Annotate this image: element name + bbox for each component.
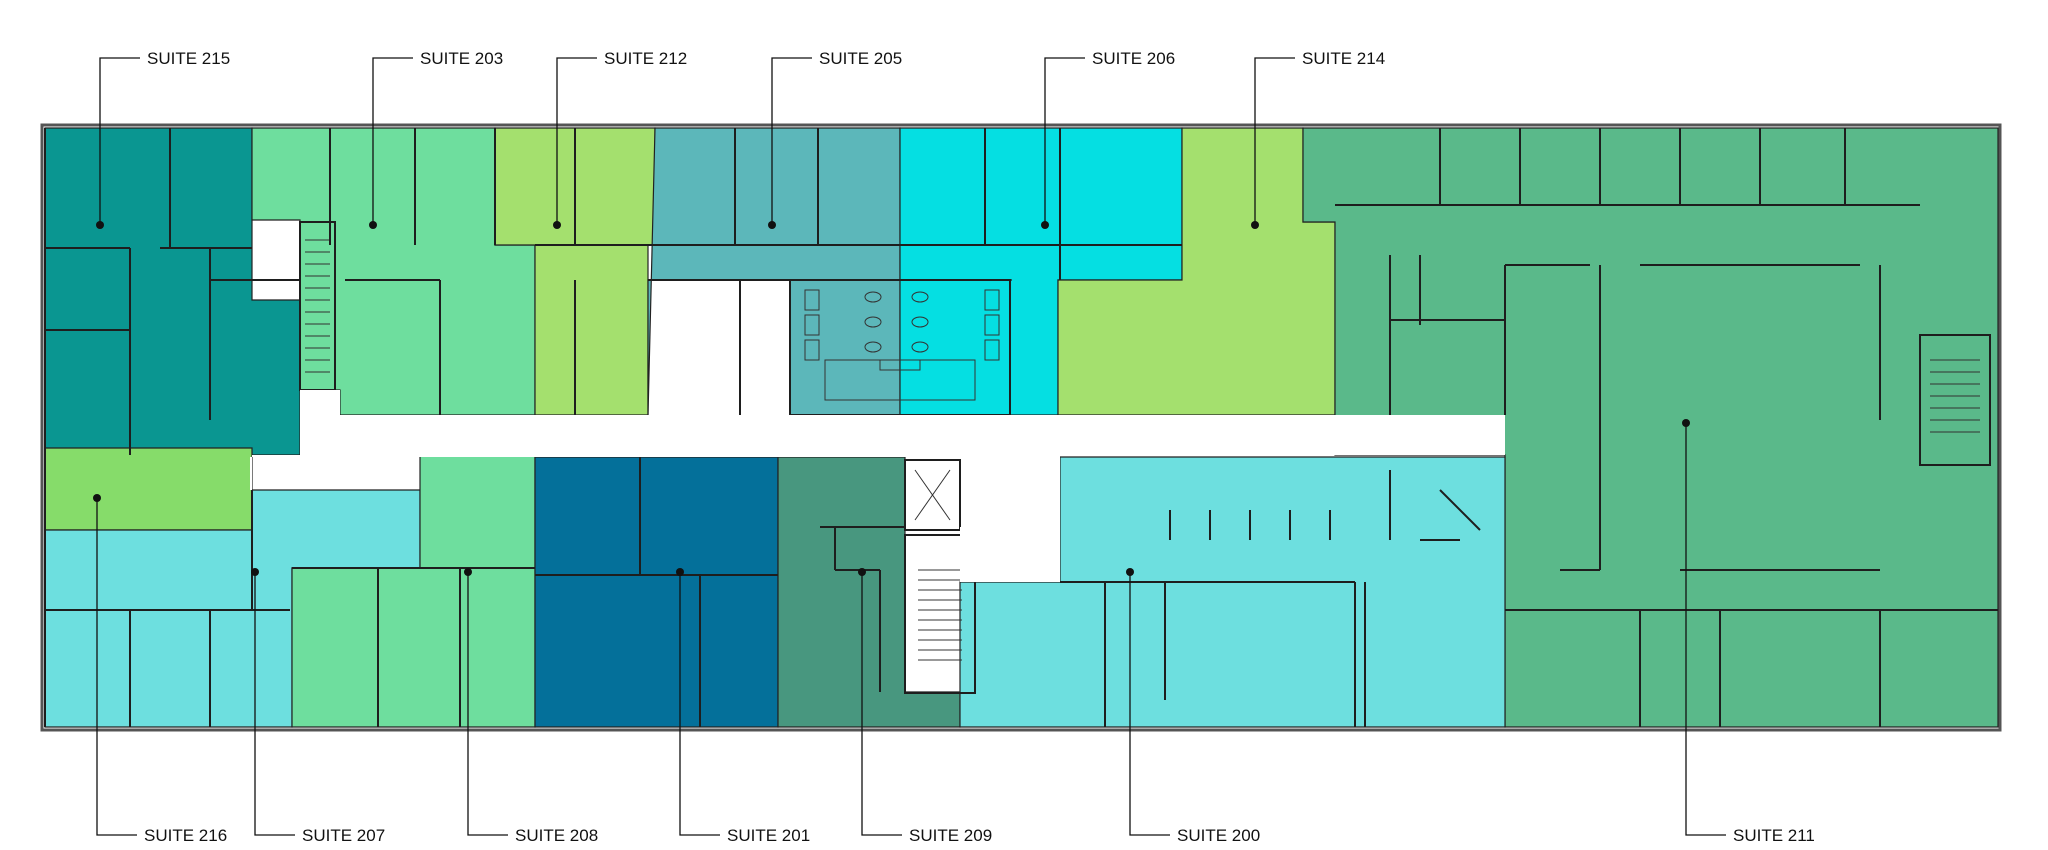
suite-208-label: SUITE 208 bbox=[515, 826, 598, 845]
main-corridor bbox=[250, 390, 1505, 582]
stair-east bbox=[1919, 334, 1991, 466]
suite-201-callout[interactable]: SUITE 201 bbox=[676, 568, 810, 845]
elevator-shaft bbox=[904, 459, 961, 531]
suite-216-label: SUITE 216 bbox=[144, 826, 227, 845]
suite-209-label: SUITE 209 bbox=[909, 826, 992, 845]
restroom-fixtures bbox=[804, 289, 1000, 401]
suite-208-callout[interactable]: SUITE 208 bbox=[464, 568, 598, 845]
suite-201-label: SUITE 201 bbox=[727, 826, 810, 845]
interior-walls bbox=[44, 128, 1998, 727]
suite-211-label: SUITE 211 bbox=[1733, 826, 1815, 845]
suite-216-callout[interactable]: SUITE 216 bbox=[93, 494, 227, 845]
suite-214-callout[interactable]: SUITE 214 bbox=[1251, 49, 1385, 229]
suite-206-callout[interactable]: SUITE 206 bbox=[1041, 49, 1175, 229]
labels-layer: SUITE 215 SUITE 203 SUITE 212 SUITE 205 … bbox=[93, 49, 1815, 845]
suite-201-area[interactable] bbox=[534, 456, 779, 728]
suite-205-label: SUITE 205 bbox=[819, 49, 902, 68]
corridors bbox=[250, 390, 1505, 582]
suite-214-label: SUITE 214 bbox=[1302, 49, 1385, 68]
suite-209-callout[interactable]: SUITE 209 bbox=[858, 568, 992, 845]
suite-200-label: SUITE 200 bbox=[1177, 826, 1260, 845]
suite-212-callout[interactable]: SUITE 212 bbox=[553, 49, 687, 229]
elevator-x bbox=[914, 469, 951, 521]
suite-216-area[interactable] bbox=[44, 447, 253, 531]
suite-212-label: SUITE 212 bbox=[604, 49, 687, 68]
suite-205-callout[interactable]: SUITE 205 bbox=[768, 49, 902, 229]
suite-206-label: SUITE 206 bbox=[1092, 49, 1175, 68]
suite-200-callout[interactable]: SUITE 200 bbox=[1126, 568, 1260, 845]
suite-215-callout[interactable]: SUITE 215 bbox=[96, 49, 230, 229]
stair-core bbox=[904, 534, 976, 694]
suite-207-callout[interactable]: SUITE 207 bbox=[251, 568, 385, 845]
suite-203-callout[interactable]: SUITE 203 bbox=[369, 49, 503, 229]
suite-207-label: SUITE 207 bbox=[302, 826, 385, 845]
suite-215-label: SUITE 215 bbox=[147, 49, 230, 68]
suite-203-label: SUITE 203 bbox=[420, 49, 503, 68]
stair-treads bbox=[918, 569, 962, 661]
suite-211-callout[interactable]: SUITE 211 bbox=[1682, 419, 1815, 845]
